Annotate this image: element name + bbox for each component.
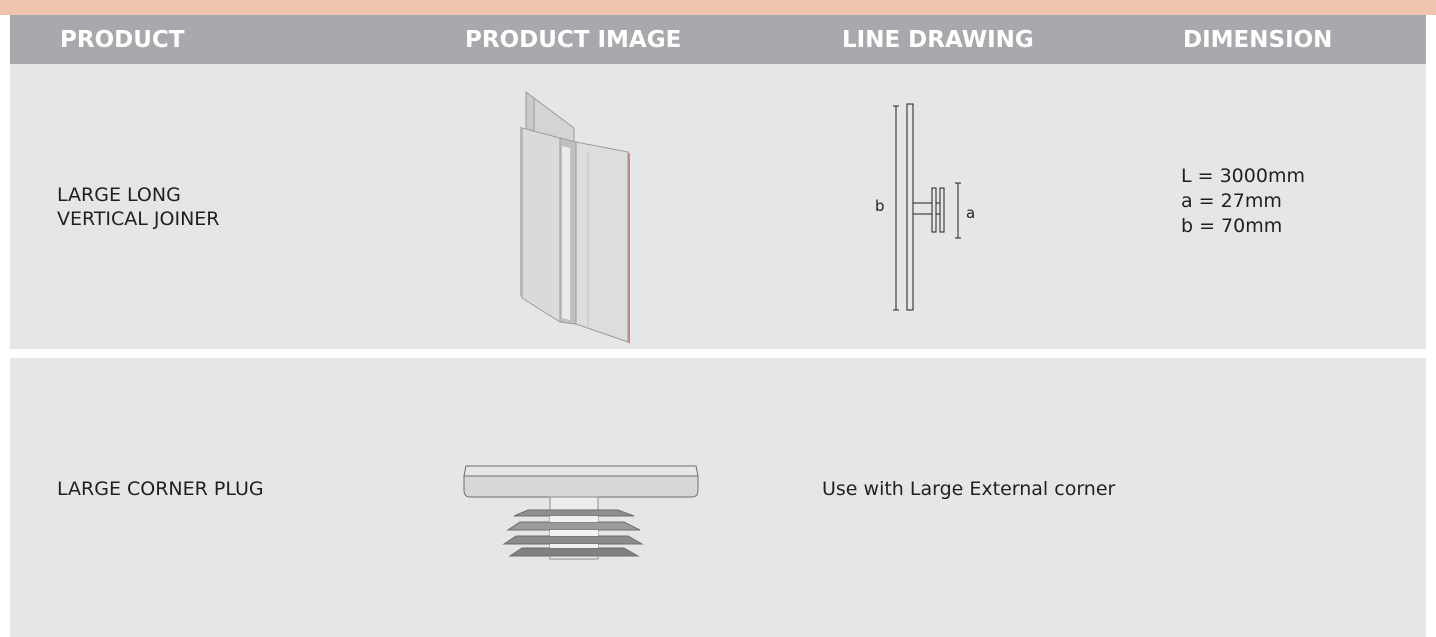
- product-name-line: LARGE LONG: [57, 184, 181, 206]
- header-product-image: PRODUCT IMAGE: [465, 27, 682, 53]
- label-b: b: [875, 197, 885, 215]
- table-row: LARGE CORNER PLUG Use with Large Externa…: [10, 358, 1426, 637]
- header-dimension: DIMENSION: [1183, 27, 1333, 53]
- header-product: PRODUCT: [60, 27, 185, 53]
- dimension-item: L = 3000mm: [1181, 165, 1305, 187]
- corner-plug-image: [463, 465, 699, 560]
- table-header: PRODUCT PRODUCT IMAGE LINE DRAWING DIMEN…: [10, 15, 1426, 64]
- accent-strip: [0, 0, 1436, 15]
- product-name-line: LARGE CORNER PLUG: [57, 478, 264, 500]
- product-name-line: VERTICAL JOINER: [57, 208, 220, 230]
- dimension-list: L = 3000mm a = 27mm b = 70mm: [1181, 164, 1305, 239]
- joiner-line-drawing: b a: [875, 103, 975, 311]
- dimension-item: a = 27mm: [1181, 190, 1282, 212]
- table-row: LARGE LONG VERTICAL JOINER: [10, 64, 1426, 349]
- dimension-item: b = 70mm: [1181, 215, 1283, 237]
- product-name: LARGE LONG VERTICAL JOINER: [57, 183, 220, 231]
- product-name: LARGE CORNER PLUG: [57, 477, 264, 501]
- label-a: a: [966, 204, 975, 222]
- header-line-drawing: LINE DRAWING: [842, 27, 1034, 53]
- vertical-joiner-image: [520, 91, 630, 344]
- usage-note: Use with Large External corner: [822, 478, 1116, 500]
